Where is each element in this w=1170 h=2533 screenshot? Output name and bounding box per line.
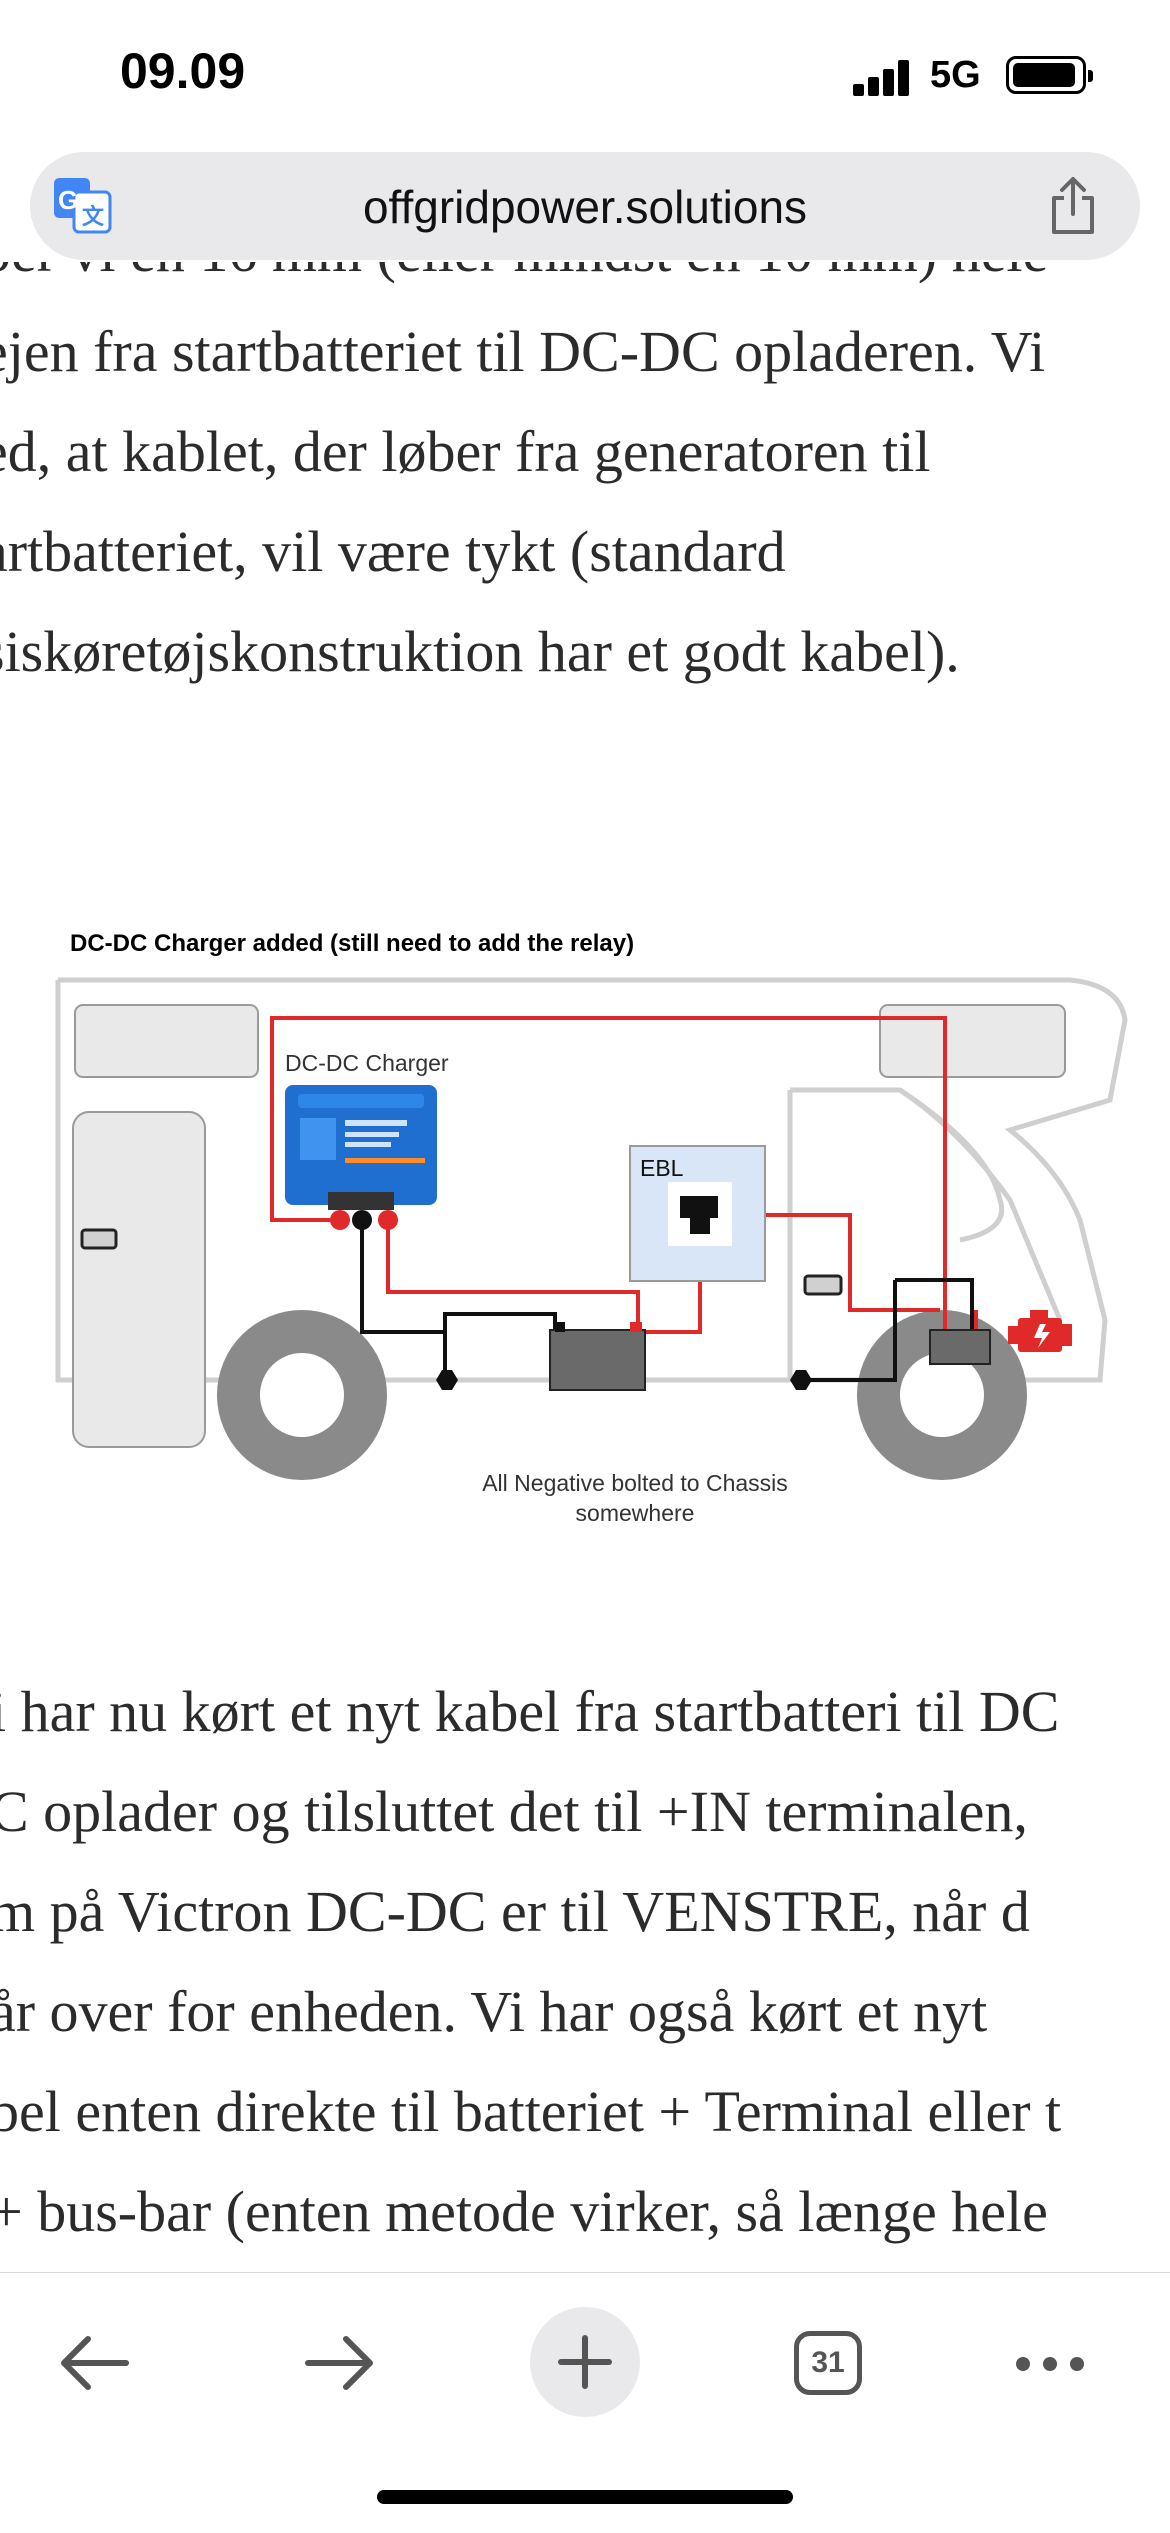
back-arrow-icon[interactable] [56, 2331, 132, 2395]
plus-icon [558, 2335, 612, 2389]
more-options-icon[interactable] [1012, 2353, 1088, 2375]
translate-icon[interactable]: G 文 [54, 178, 112, 234]
text-line: m på Victron DC-DC er til VENSTRE, når d [0, 1879, 1030, 1944]
charger-terminal-negative [352, 1210, 372, 1230]
signal-strength-icon [853, 60, 911, 96]
address-bar[interactable]: G 文 offgridpower.solutions [30, 152, 1140, 260]
share-icon[interactable] [1048, 176, 1098, 236]
relay-icon [680, 1196, 718, 1234]
text-line: artbatteriet, vil være tykt (standard [0, 519, 786, 584]
battery-icon [1006, 56, 1093, 94]
status-bar: 09.09 5G [0, 0, 1170, 150]
text-line: i har nu kørt et nyt kabel fra startbatt… [0, 1679, 1060, 1744]
new-tab-button[interactable] [530, 2307, 640, 2417]
text-line: år over for enheden. Vi har også kørt et… [0, 1979, 988, 2044]
starter-battery [929, 1329, 991, 1365]
network-type: 5G [930, 54, 981, 96]
dc-dc-charger-label: DC-DC Charger [285, 1050, 449, 1076]
svg-text:G: G [58, 185, 78, 215]
charger-terminal-out-positive [378, 1210, 398, 1230]
status-time: 09.09 [120, 43, 246, 99]
bottom-toolbar: 31 [0, 2272, 1170, 2533]
forward-arrow-icon[interactable] [302, 2331, 378, 2395]
url-text[interactable]: offgridpower.solutions [362, 181, 808, 233]
wiring-diagram-drawing [55, 977, 1128, 1480]
text-line: ed, at kablet, der løber fra generatoren… [0, 419, 931, 484]
web-page-content[interactable]: ber vi en 16 mm (eller mindst en 10 mm) … [0, 262, 1170, 2272]
negative-label-line: All Negative bolted to Chassis [482, 1470, 788, 1496]
charger-terminal-in-positive [330, 1210, 350, 1230]
tabs-count-button[interactable]: 31 [794, 2331, 862, 2395]
leisure-battery [549, 1329, 646, 1391]
article-paragraph-1: ber vi en 16 mm (eller mindst en 10 mm) … [0, 262, 1048, 702]
text-line: ber vi en 16 mm (eller mindst en 10 mm) … [0, 262, 1048, 302]
negative-label-line: somewhere [575, 1500, 695, 1526]
window [879, 1004, 1066, 1078]
text-line: siskøretøjskonstruktion har et godt kabe… [0, 619, 960, 684]
diagram-title: DC-DC Charger added (still need to add t… [70, 930, 635, 957]
text-line: C oplader og tilsluttet det til +IN term… [0, 1779, 1028, 1844]
door [72, 1111, 206, 1448]
article-paragraph-2: i har nu kørt et nyt kabel fra startbatt… [0, 1662, 1061, 2262]
svg-text:文: 文 [82, 204, 105, 229]
home-indicator [377, 2490, 793, 2504]
text-line: + bus-bar (enten metode virker, så længe… [0, 2179, 1048, 2244]
wiring-diagram: DC-DC Charger added (still need to add t… [0, 900, 1170, 1550]
text-line: bel enten direkte til batteriet + Termin… [0, 2079, 1062, 2144]
chassis-bolt [436, 1370, 458, 1390]
door-handle [80, 1228, 118, 1250]
engine-icon [1008, 1310, 1072, 1352]
cab-handle [803, 1274, 843, 1296]
chassis-bolt [790, 1370, 812, 1390]
negative-chassis-label: All Negative bolted to Chassis somewhere [470, 1468, 800, 1528]
ebl-label: EBL [640, 1155, 684, 1181]
window [74, 1004, 259, 1078]
text-line: ejen fra startbatteriet til DC-DC oplade… [0, 319, 1046, 384]
